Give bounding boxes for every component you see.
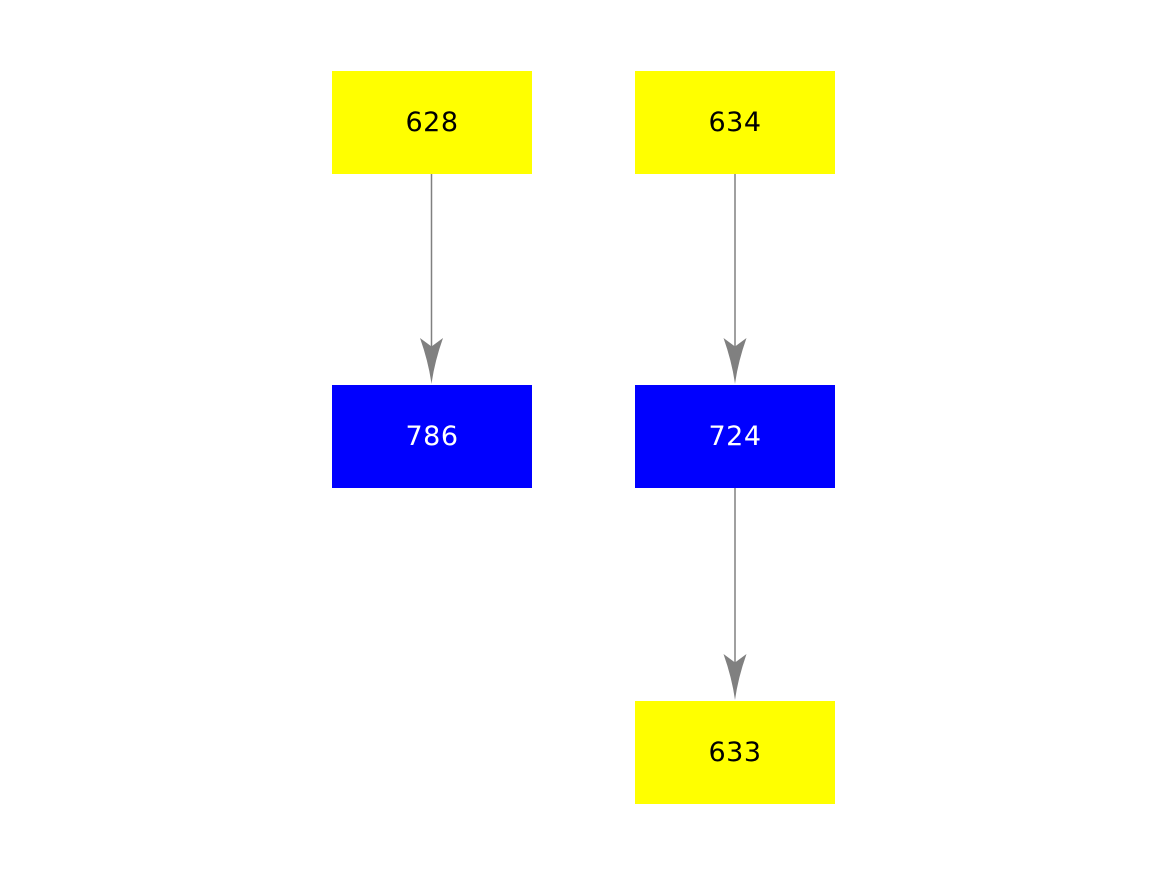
edge-634-724: [723, 174, 747, 384]
node-label: 628: [405, 107, 459, 138]
node-label: 634: [708, 107, 762, 138]
node-label: 633: [708, 737, 762, 768]
node-786: 786: [332, 385, 532, 488]
node-label: 724: [708, 421, 762, 452]
arrowhead-icon: [723, 338, 747, 384]
edge-628-786: [420, 174, 443, 384]
edge-724-633: [723, 488, 747, 700]
node-label: 786: [405, 421, 459, 452]
node-724: 724: [635, 385, 835, 488]
arrowhead-icon: [420, 338, 443, 384]
arrowhead-icon: [723, 654, 747, 700]
node-633: 633: [635, 701, 835, 804]
node-634: 634: [635, 71, 835, 174]
node-628: 628: [332, 71, 532, 174]
